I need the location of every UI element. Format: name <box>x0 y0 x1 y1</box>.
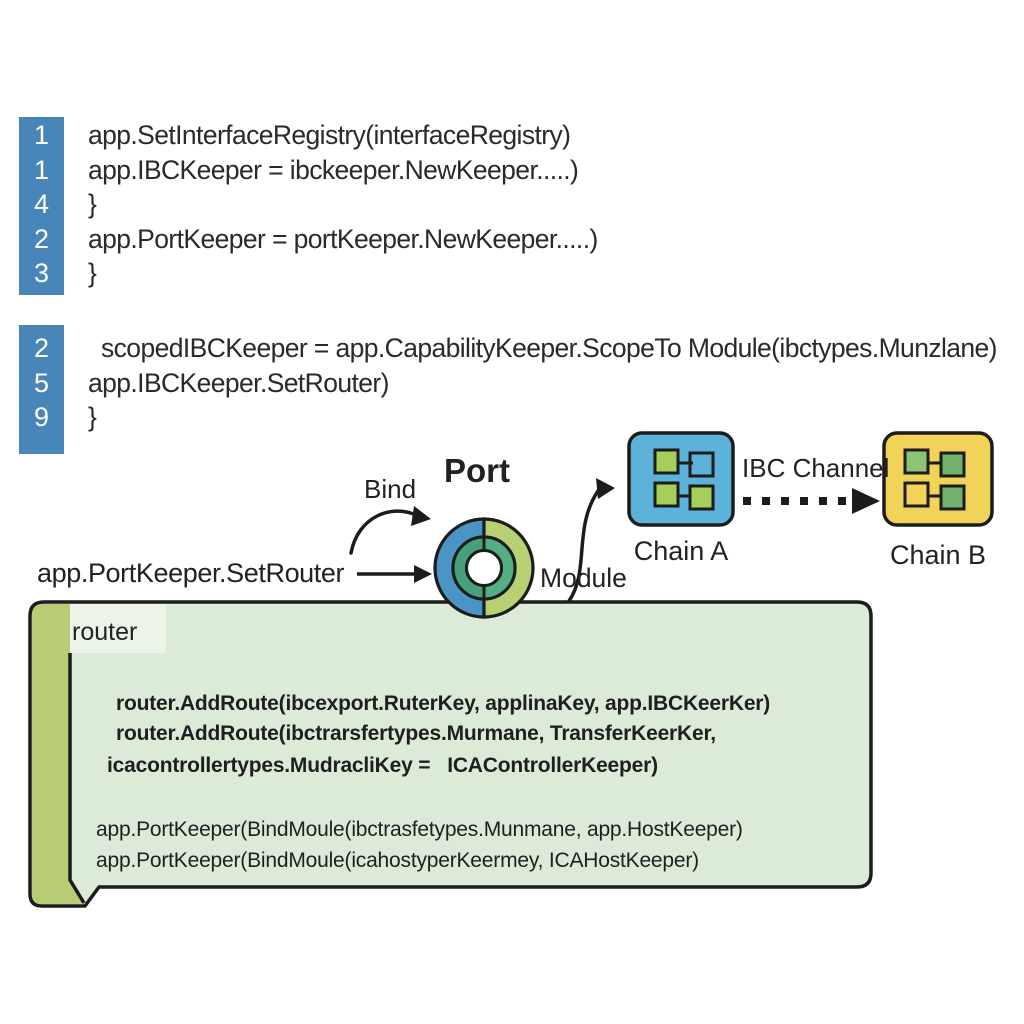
code-line: app.IBCKeeper = ibckeeper.NewKeeper.....… <box>88 154 579 185</box>
setrouter-label: app.PortKeeper.SetRouter <box>37 558 345 588</box>
code-line: app.SetInterfaceRegistry(interfaceRegist… <box>88 120 571 150</box>
chain-b-module-square <box>939 451 966 478</box>
chain-a-module-square <box>653 448 680 475</box>
line-number: 2 <box>33 333 50 363</box>
module-label: Module <box>540 563 627 593</box>
line-number: 4 <box>33 189 50 219</box>
module-arrowhead <box>596 478 615 499</box>
router-code-line: router.AddRoute(ibcexport.RuterKey, appl… <box>116 692 771 715</box>
code-line: app.PortKeeper = portKeeper.NewKeeper...… <box>88 223 598 254</box>
router-box-title: router <box>72 618 138 646</box>
setrouter-arrowhead <box>414 565 432 583</box>
module-arrow <box>567 489 600 603</box>
line-number: 3 <box>33 258 50 288</box>
port-donut-icon <box>433 517 535 619</box>
chain-b-module-square <box>903 448 930 475</box>
router-bubble-shape <box>28 600 873 908</box>
router-code-line: app.PortKeeper(BindMoule(icahostyperKeer… <box>96 849 699 872</box>
router-code-line: app.PortKeeper(BindMoule(ibctrasfetypes.… <box>96 818 743 841</box>
chain-b-module-square-empty <box>903 481 930 508</box>
line-number-gutter-2: 2 5 9 <box>19 325 64 454</box>
line-number-gutter-1: 1 1 4 2 3 <box>19 117 64 295</box>
code-block-2: scopedIBCKeeper = app.CapabilityKeeper.S… <box>88 331 998 435</box>
bind-label: Bind <box>364 474 417 504</box>
chain-a-box <box>627 431 735 527</box>
bind-arrow <box>349 509 418 555</box>
router-code-line: icacontrollertypes.MudracliKey = ICACont… <box>107 754 658 777</box>
line-number: 1 <box>33 120 50 150</box>
chain-a-module-square <box>688 484 715 511</box>
code-line: } <box>88 258 97 288</box>
code-line: scopedIBCKeeper = app.CapabilityKeeper.S… <box>101 333 998 363</box>
chain-a-module-square-empty <box>688 451 715 478</box>
bind-arrowhead <box>411 506 431 526</box>
router-bubble-left-strip <box>32 604 84 904</box>
chain-b-box <box>882 431 994 527</box>
port-title: Port <box>444 452 510 489</box>
chain-b-module-square <box>939 484 966 511</box>
line-number: 1 <box>33 154 50 185</box>
code-line: } <box>88 189 97 219</box>
router-label-background <box>70 604 166 653</box>
code-line: } <box>88 402 97 432</box>
router-bubble-inner-line <box>68 653 86 904</box>
port-donut-hole <box>465 549 503 587</box>
line-number: 9 <box>33 402 50 432</box>
line-number: 2 <box>33 223 50 254</box>
code-block-1: app.SetInterfaceRegistry(interfaceRegist… <box>88 118 598 291</box>
ibc-channel-arrowhead <box>852 488 880 514</box>
chain-a-label: Chain A <box>633 536 729 566</box>
code-line: app.IBCKeeper.SetRouter) <box>88 367 389 398</box>
chain-b-label: Chain B <box>889 540 987 570</box>
line-number: 5 <box>33 367 50 398</box>
chain-a-module-square <box>653 481 680 508</box>
ibc-channel-label: IBC Channel <box>742 453 890 483</box>
router-code-line: router.AddRoute(ibctrarsfertypes.Murmane… <box>116 722 716 745</box>
